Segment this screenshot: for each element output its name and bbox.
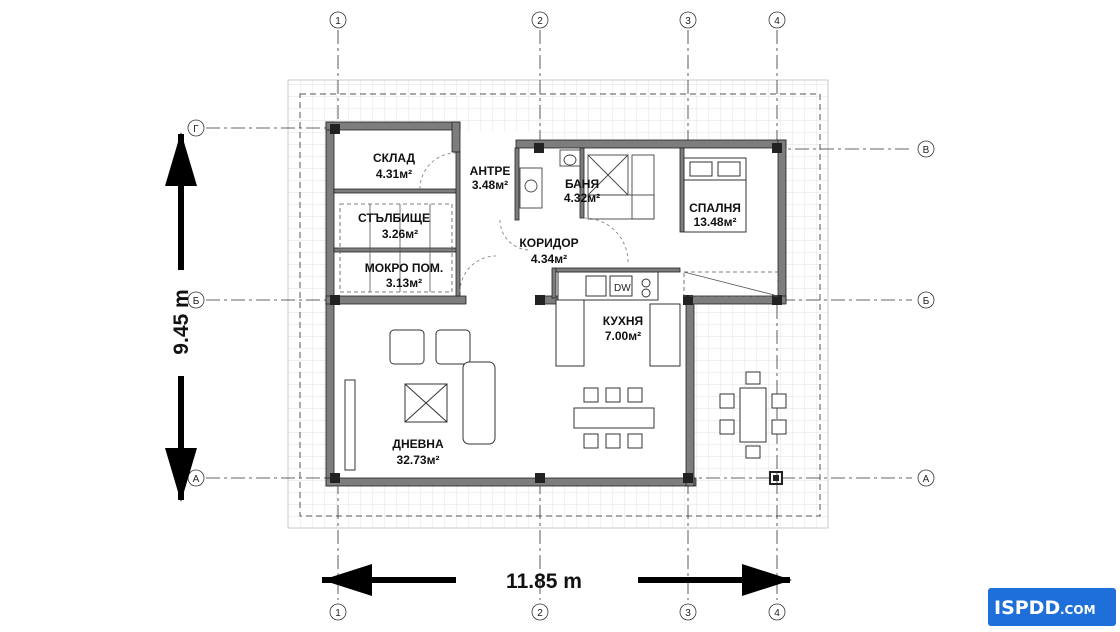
axis-label-g-left: Г: [193, 124, 199, 135]
dining-tables: [573, 371, 787, 459]
height-dimension: 9.45 m: [165, 132, 197, 502]
axis-label-3-top: 3: [685, 16, 691, 27]
room-name-kitchen: КУХНЯ: [603, 314, 643, 328]
axis-label-a-right: А: [923, 474, 930, 485]
room-name-living: ДНЕВНА: [392, 437, 444, 451]
room-area-storage: 4.31м²: [376, 167, 412, 181]
axis-bubbles: [187, 11, 935, 621]
axis-label-2-bottom: 2: [537, 608, 543, 619]
bathroom-fixtures: [519, 149, 655, 220]
axis-label-4-bottom: 4: [774, 608, 780, 619]
room-name-corridor: КОРИДОР: [519, 236, 578, 250]
room-area-corridor: 4.34м²: [531, 252, 567, 266]
room-name-storage: СКЛАД: [373, 151, 416, 165]
watermark-suffix: .COM: [1060, 603, 1096, 617]
room-name-utility: МОКРО ПОМ.: [365, 261, 443, 275]
axis-label-v-right: В: [923, 145, 930, 156]
height-dimension-label: 9.45 m: [170, 289, 193, 354]
room-area-staircase: 3.26м²: [382, 227, 418, 241]
kitchen-counters: [555, 271, 681, 367]
axis-label-2-top: 2: [537, 16, 543, 27]
dishwasher-label: DW: [614, 283, 631, 294]
axis-label-b-right: Б: [923, 296, 930, 307]
bed: [683, 157, 747, 233]
stairs: [339, 203, 453, 293]
axis-label-1-bottom: 1: [335, 608, 341, 619]
width-dimension-label: 11.85 m: [506, 570, 582, 593]
room-area-bathroom: 4.32м²: [564, 191, 600, 205]
living-furniture: [344, 329, 496, 471]
axis-labels: 1 2 3 4 1 2 3 4 Г Б А В Б А: [193, 16, 930, 619]
room-area-kitchen: 7.00м²: [605, 329, 641, 343]
axis-label-3-bottom: 3: [685, 608, 691, 619]
room-name-bedroom: СПАЛНЯ: [689, 201, 741, 215]
axis-label-4-top: 4: [774, 16, 780, 27]
columns: [330, 124, 783, 485]
axis-label-a-left: А: [193, 474, 200, 485]
room-name-entrance: АНТРЕ: [470, 164, 511, 178]
watermark-logo: ISPDD .COM: [988, 588, 1116, 626]
room-area-living: 32.73м²: [397, 453, 440, 467]
room-name-bathroom: БАНЯ: [565, 177, 599, 191]
room-area-entrance: 3.48м²: [472, 178, 508, 192]
room-name-staircase: СТЪЛБИЩЕ: [358, 211, 430, 225]
room-labels: СКЛАД 4.31м² АНТРЕ 3.48м² БАНЯ 4.32м² СП…: [358, 151, 741, 467]
width-dimension: 11.85 m: [322, 564, 792, 596]
axis-label-b-left: Б: [193, 296, 200, 307]
room-area-bedroom: 13.48м²: [694, 215, 737, 229]
room-area-utility: 3.13м²: [386, 276, 422, 290]
axis-label-1-top: 1: [335, 16, 341, 27]
wardrobe: [683, 271, 779, 297]
watermark-brand: ISPDD: [994, 597, 1060, 619]
floor-area: [330, 124, 785, 484]
